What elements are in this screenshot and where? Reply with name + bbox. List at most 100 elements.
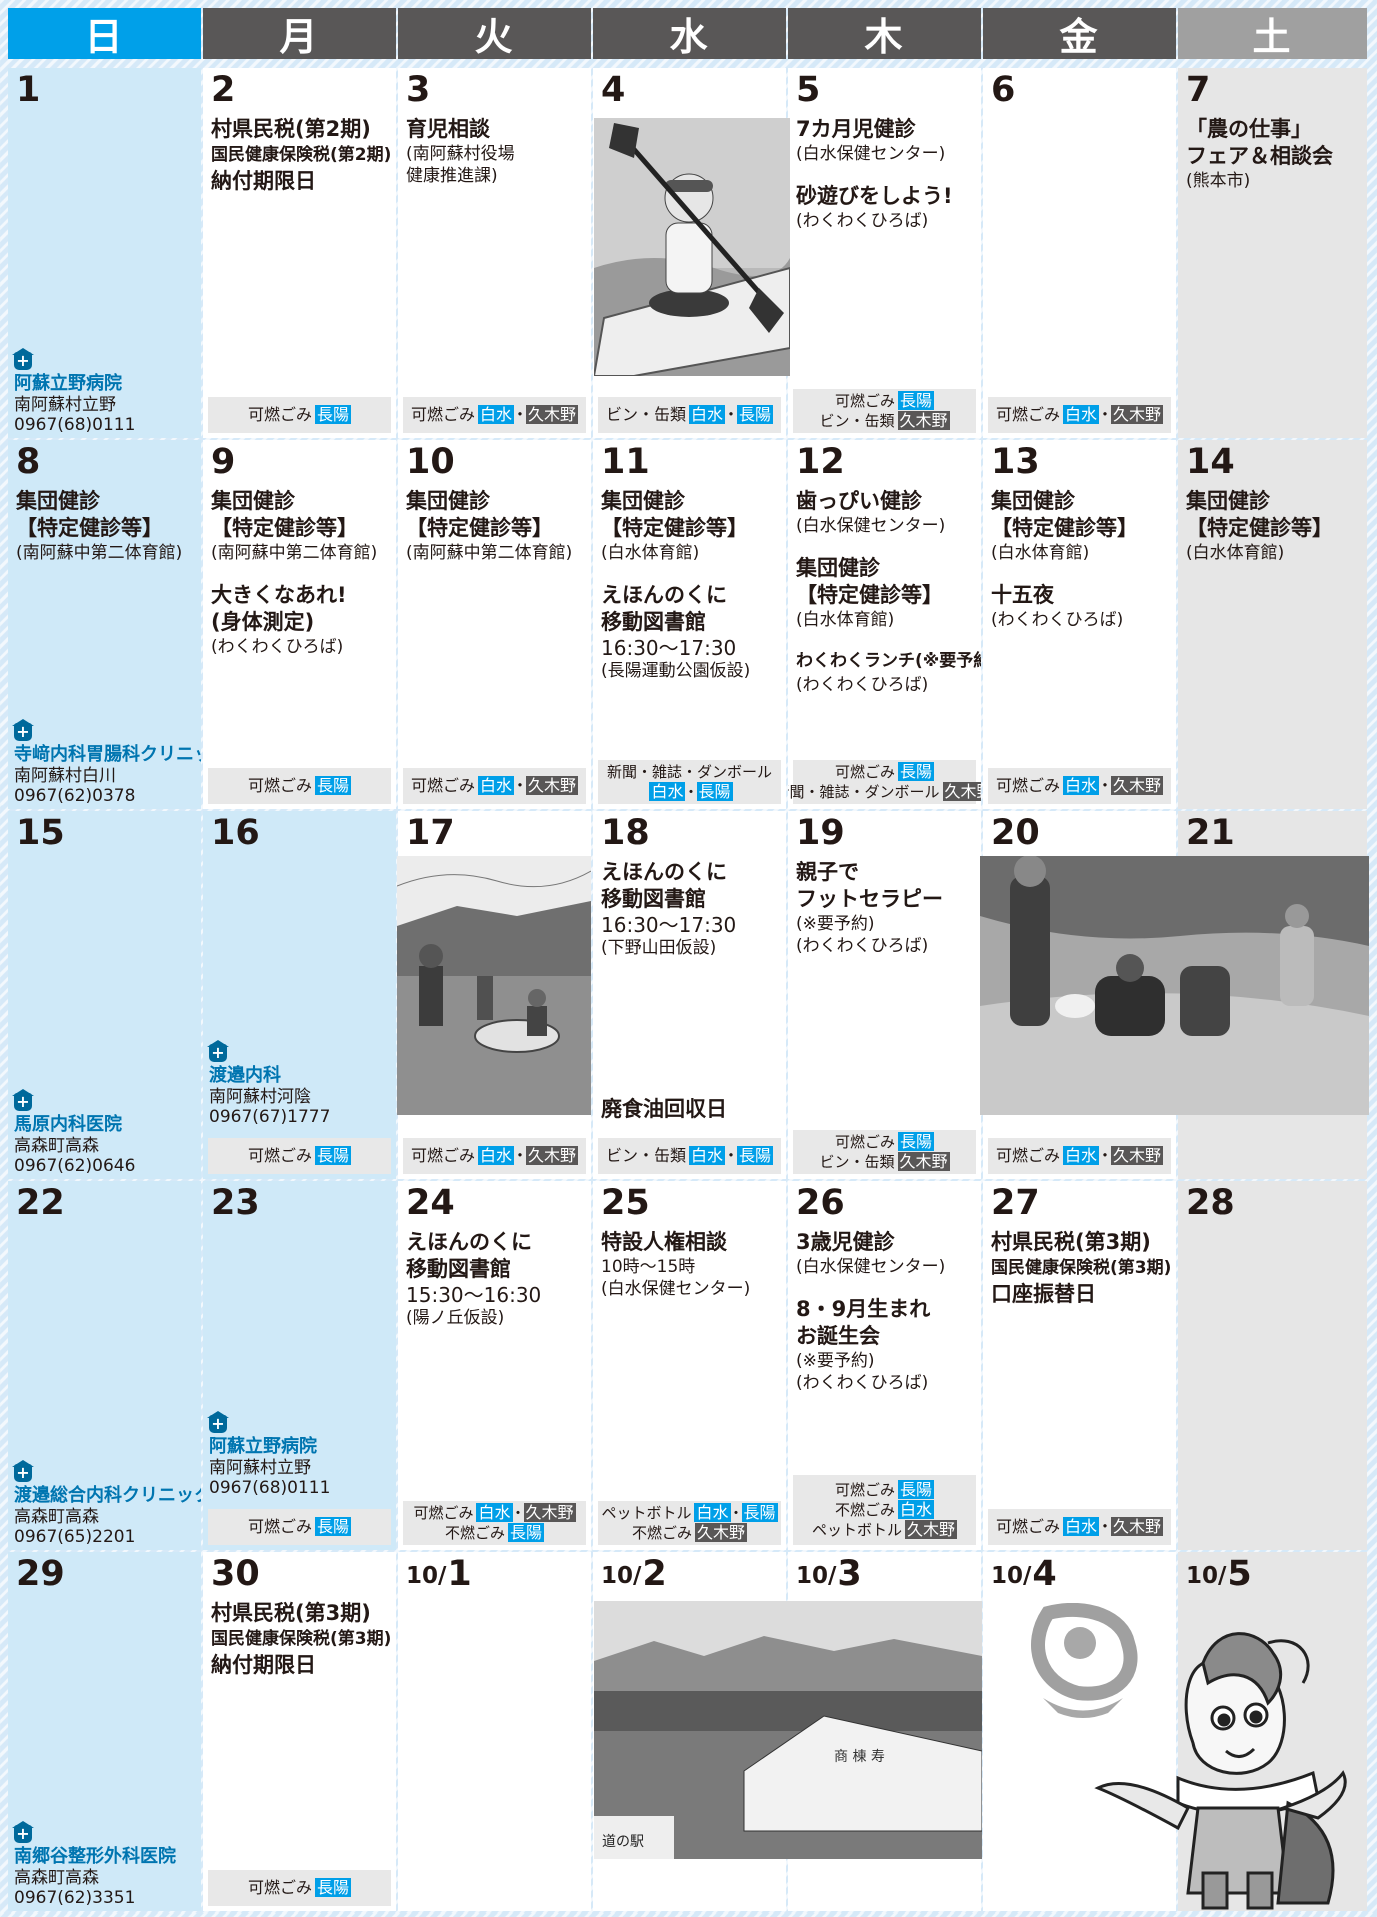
day-number-value: 9 <box>211 442 236 482</box>
day-number-value: 19 <box>796 813 845 853</box>
garbage-schedule: 可燃ごみ長陽ビン・缶類久木野 <box>793 1130 976 1174</box>
event-line: 育児相談 <box>406 117 490 141</box>
area-tag: 久木野 <box>695 1523 748 1542</box>
event-line: 集団健診 <box>16 489 100 513</box>
tag-separator: ・ <box>1097 776 1114 795</box>
garbage-schedule: 可燃ごみ白水・久木野 <box>988 1138 1171 1174</box>
area-tag: 久木野 <box>897 411 950 430</box>
garbage-type: 可燃ごみ <box>834 1133 895 1151</box>
event-line: (※要予約) <box>796 1351 875 1371</box>
tag-separator: ・ <box>728 1504 744 1522</box>
day-number-value: 8 <box>16 442 41 482</box>
garbage-type: 可燃ごみ <box>834 763 895 781</box>
weekday-header-4: 木 <box>788 8 981 59</box>
day-number-value: 4 <box>601 70 626 110</box>
event-list: 3歳児健診(白水保健センター)8・9月生まれお誕生会(※要予約)(わくわくひろば… <box>796 1229 977 1412</box>
event-line: 16:30〜17:30 <box>601 636 737 660</box>
event: 砂遊びをしよう!(わくわくひろば) <box>796 183 977 232</box>
event-line: (わくわくひろば) <box>211 637 344 657</box>
event: 集団健診【特定健診等】(南阿蘇中第二体育館) <box>406 488 587 564</box>
area-tag: 白水 <box>1062 1146 1099 1165</box>
garbage-type: 可燃ごみ <box>247 1878 312 1897</box>
day-cell-oct-1[interactable]: 10/1 <box>398 1552 591 1911</box>
tag-separator: ・ <box>683 782 699 801</box>
day-number: 20 <box>991 811 1040 855</box>
hospital-icon: + <box>12 1089 34 1111</box>
event-line: (下野山田仮設) <box>601 938 717 958</box>
day-number-value: 16 <box>211 813 260 853</box>
event-line: わくわくランチ(※要予約) <box>796 651 981 671</box>
month-prefix: 10/ <box>1186 1563 1227 1589</box>
day-number: 21 <box>1186 811 1235 855</box>
area-tag: 長陽 <box>315 1517 352 1536</box>
day-number-value: 28 <box>1186 1183 1235 1223</box>
event-line: 集団健診 <box>601 489 685 513</box>
day-cell-28[interactable]: 28 <box>1178 1181 1367 1550</box>
weekday-header-3: 水 <box>593 8 786 59</box>
day-number: 13 <box>991 440 1040 484</box>
garbage-line: 可燃ごみ長陽 <box>247 1878 352 1898</box>
day-number: 11 <box>601 440 650 484</box>
garbage-type: 可燃ごみ <box>247 776 312 795</box>
day-number: 18 <box>601 811 650 855</box>
hospital-address: 南阿蘇村河陰 <box>209 1087 311 1107</box>
day-number: 25 <box>601 1181 650 1225</box>
weekday-header-2: 火 <box>398 8 591 59</box>
event: 7カ月児健診(白水保健センター) <box>796 116 977 165</box>
event-line: 10時〜15時 <box>601 1257 696 1277</box>
garbage-line: 可燃ごみ長陽 <box>248 1146 352 1166</box>
area-tag: 久木野 <box>1111 1146 1164 1165</box>
event-list: 集団健診【特定健診等】(南阿蘇中第二体育館) <box>406 488 587 582</box>
hospital-icon: + <box>12 719 34 741</box>
event-line: 【特定健診等】 <box>406 516 553 540</box>
garbage-type: 新聞・雑誌・ダンボール <box>788 783 940 801</box>
event-line: 納付期限日 <box>211 1653 316 1677</box>
event-line: 【特定健診等】 <box>1186 516 1333 540</box>
day-cell-oct-4[interactable]: 10/4 <box>983 1552 1176 1911</box>
area-tag: 白水 <box>694 1503 731 1522</box>
garbage-type: 可燃ごみ <box>995 1517 1060 1536</box>
area-tag: 白水 <box>649 781 686 801</box>
garbage-schedule: 可燃ごみ白水・久木野 <box>403 1138 586 1174</box>
day-cell-7[interactable]: 7「農の仕事」フェア＆相談会(熊本市) <box>1178 68 1367 438</box>
event-line: (白水保健センター) <box>796 516 946 536</box>
event-line: (身体測定) <box>211 610 315 634</box>
garbage-line: 不燃ごみ白水 <box>835 1500 935 1520</box>
day-number: 10/4 <box>991 1552 1057 1596</box>
event-line: (長陽運動公園仮設) <box>601 661 751 681</box>
day-cell-8[interactable]: 8集団健診【特定健診等】(南阿蘇中第二体育館)+寺﨑内科胃腸科クリニック南阿蘇村… <box>8 440 201 809</box>
garbage-schedule: 可燃ごみ白水・久木野不燃ごみ長陽 <box>403 1501 586 1545</box>
hospital-address: 南阿蘇村白川 <box>14 766 116 786</box>
garbage-type: 可燃ごみ <box>995 776 1060 795</box>
garbage-line: 可燃ごみ長陽 <box>248 1517 352 1537</box>
event-line: 【特定健診等】 <box>991 516 1138 540</box>
roadside-station-sign: 道の駅 <box>602 1834 644 1850</box>
event-line: (南阿蘇中第二体育館) <box>406 543 573 563</box>
